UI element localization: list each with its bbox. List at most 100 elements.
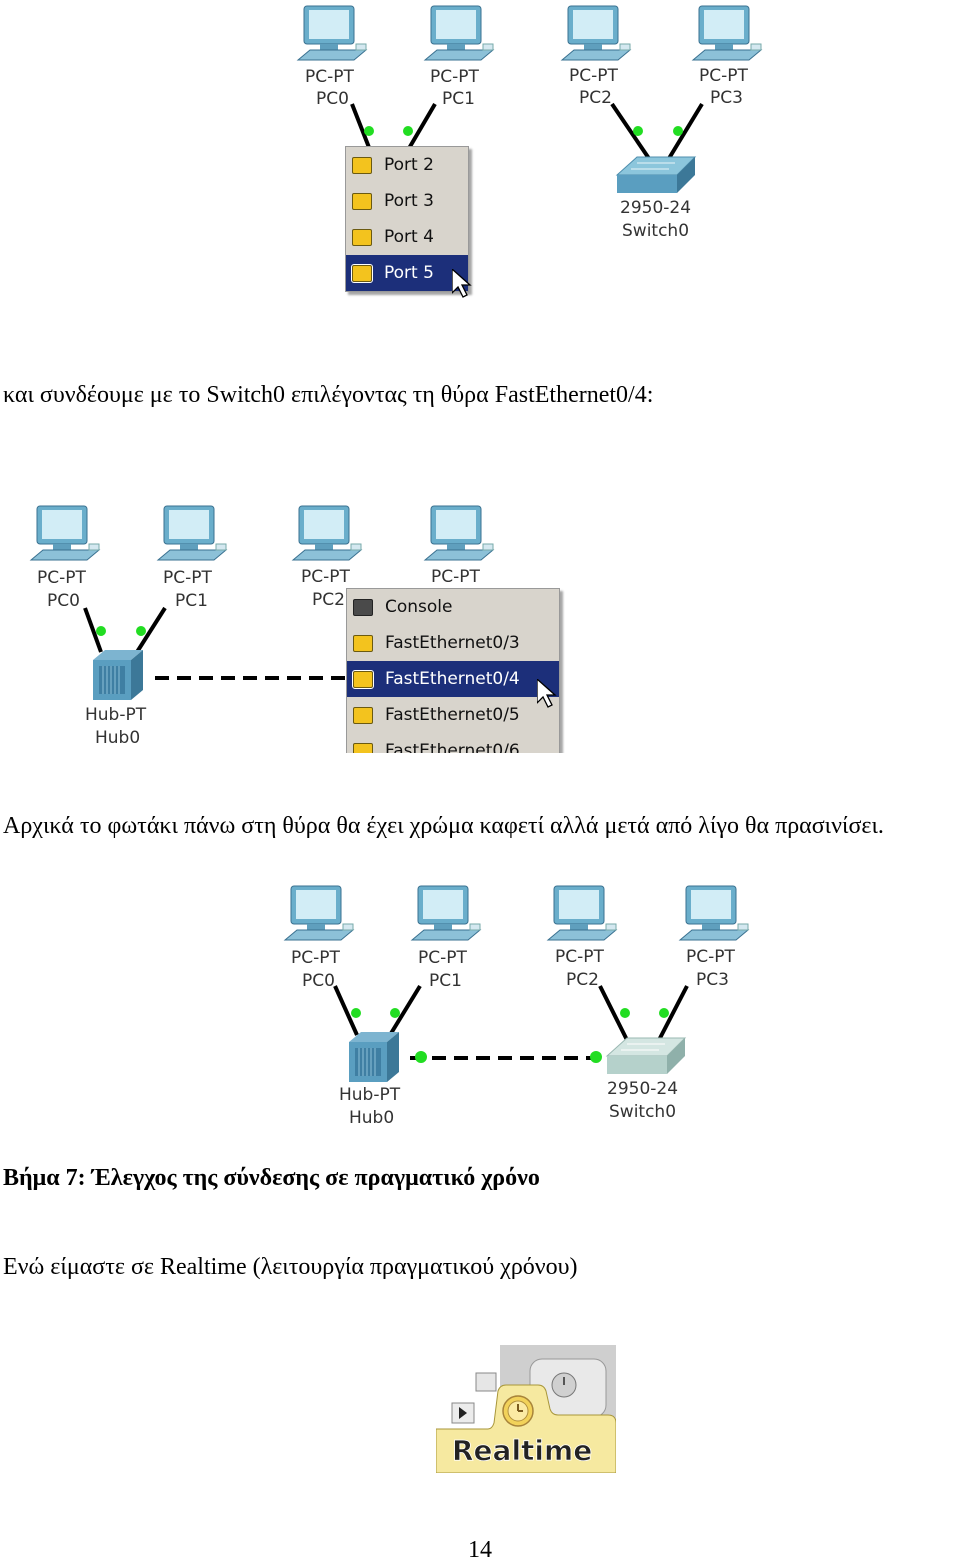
port-icon <box>352 228 372 246</box>
pc2-type: PC-PT <box>301 567 351 587</box>
paragraph-3: Ενώ είμαστε σε Realtime (λειτουργία πραγ… <box>3 1254 578 1280</box>
menu-item-fastethernet0-4[interactable]: FastEthernet0/4 <box>347 661 559 708</box>
menu-item-port-3[interactable]: Port 3 <box>346 183 468 219</box>
pc1-name: PC1 <box>175 591 208 611</box>
port-menu: Port 2 Port 3 Port 4 Port 5 <box>345 146 471 298</box>
pc0-name: PC0 <box>316 89 349 109</box>
menu-item-label: Port 3 <box>384 191 434 211</box>
pc3-type: PC-PT <box>686 947 736 967</box>
paragraph-2: Αρχικά το φωτάκι πάνω στη θύρα θα έχει χ… <box>3 813 884 839</box>
hub-icon[interactable] <box>348 1031 400 1083</box>
pc0-type: PC-PT <box>305 67 355 87</box>
pc-icon[interactable] <box>292 505 362 561</box>
link-light <box>659 1008 669 1018</box>
pc2-name: PC2 <box>579 88 612 108</box>
port-icon <box>352 192 372 210</box>
cable-pc0 <box>333 985 359 1036</box>
pc-icon[interactable] <box>157 505 227 561</box>
pc0-type: PC-PT <box>291 948 341 968</box>
pc-icon[interactable] <box>547 885 617 941</box>
switch-icon[interactable] <box>616 156 696 194</box>
menu-item-fastethernet0-5[interactable]: FastEthernet0/5 <box>347 697 559 733</box>
menu-item-fastethernet0-6[interactable]: FastEthernet0/6 <box>347 733 559 753</box>
pc3-type: PC-PT <box>431 567 481 587</box>
link-light <box>633 126 643 136</box>
cable-pc1 <box>388 984 422 1037</box>
pc2-name: PC2 <box>566 970 599 990</box>
menu-item-label: FastEthernet0/5 <box>385 705 520 725</box>
pc3-type: PC-PT <box>699 66 749 86</box>
hub-type: Hub-PT <box>339 1085 401 1105</box>
pc1-type: PC-PT <box>418 948 468 968</box>
pc-icon[interactable] <box>297 5 367 61</box>
menu-item-label: Port 4 <box>384 227 434 247</box>
pc2-type: PC-PT <box>569 66 619 86</box>
realtime-tab[interactable] <box>436 1384 616 1473</box>
cable-pc2 <box>610 102 652 162</box>
menu-item-port-2[interactable]: Port 2 <box>346 147 468 183</box>
figure-2-topology: PC-PT PC0 PC-PT PC1 PC-PT PC2 PC-PT Hub-… <box>25 500 565 753</box>
link-light <box>364 126 374 136</box>
cable-pc0 <box>83 607 103 653</box>
cable-pc3 <box>666 102 704 162</box>
menu-item-label: Console <box>385 597 453 617</box>
cable-pc2 <box>598 985 629 1041</box>
link-light <box>590 1051 602 1063</box>
pc-icon[interactable] <box>692 5 762 61</box>
menu-item-label: Port 5 <box>384 263 434 283</box>
console-port-icon <box>353 598 373 616</box>
realtime-mode-panel: Realtime <box>436 1345 616 1473</box>
menu-item-port-4[interactable]: Port 4 <box>346 219 468 255</box>
menu-item-label: FastEthernet0/3 <box>385 633 520 653</box>
port-icon <box>351 263 373 283</box>
menu-item-console[interactable]: Console <box>347 589 559 625</box>
section-heading: Βήμα 7: Έλεγχος της σύνδεσης σε πραγματι… <box>3 1165 540 1191</box>
hub-type: Hub-PT <box>85 705 147 725</box>
pc-icon[interactable] <box>284 885 354 941</box>
play-arrow-icon <box>459 1407 467 1419</box>
pc1-name: PC1 <box>442 89 475 109</box>
pc1-type: PC-PT <box>163 568 213 588</box>
figure-3-topology: PC-PT PC0 PC-PT PC1 PC-PT PC2 PC-PT PC3 … <box>275 880 775 1130</box>
cable-pc3 <box>657 985 689 1041</box>
pc0-type: PC-PT <box>37 568 87 588</box>
pc-icon[interactable] <box>424 505 494 561</box>
port-icon <box>353 706 373 724</box>
link-light <box>415 1051 427 1063</box>
menu-item-label: FastEthernet0/4 <box>385 669 520 689</box>
link-light <box>620 1008 630 1018</box>
link-light <box>673 126 683 136</box>
cable-pc0 <box>350 103 372 151</box>
pc-icon[interactable] <box>679 885 749 941</box>
paragraph-1: και συνδέουμε με το Switch0 επιλέγοντας … <box>3 382 654 408</box>
pc-icon[interactable] <box>30 505 100 561</box>
menu-item-label: Port 2 <box>384 155 434 175</box>
switch-type: 2950-24 <box>607 1079 678 1099</box>
link-light <box>403 126 413 136</box>
port-icon <box>352 669 374 689</box>
hub-icon[interactable] <box>92 649 144 701</box>
cable-pc1 <box>406 102 437 152</box>
menu-item-label: FastEthernet0/6 <box>385 741 520 753</box>
hub-name: Hub0 <box>95 728 140 748</box>
menu-item-fastethernet0-3[interactable]: FastEthernet0/3 <box>347 625 559 661</box>
pc1-type: PC-PT <box>430 67 480 87</box>
realtime-label: Realtime <box>452 1434 592 1467</box>
pc2-type: PC-PT <box>555 947 605 967</box>
pc-icon[interactable] <box>411 885 481 941</box>
switch-name: Switch0 <box>609 1102 676 1122</box>
link-light <box>351 1008 361 1018</box>
menu-item-port-5[interactable]: Port 5 <box>346 255 471 298</box>
page-number: 14 <box>468 1537 492 1563</box>
port-icon <box>352 156 372 174</box>
hub-name: Hub0 <box>349 1108 394 1128</box>
pc2-name: PC2 <box>312 590 345 610</box>
pc0-name: PC0 <box>47 591 80 611</box>
link-light <box>96 626 106 636</box>
cable-pc1 <box>135 606 167 654</box>
pc3-name: PC3 <box>696 970 729 990</box>
pc-icon[interactable] <box>424 5 494 61</box>
switch-name: Switch0 <box>622 221 689 241</box>
pc-icon[interactable] <box>561 5 631 61</box>
switch-icon[interactable] <box>606 1037 686 1075</box>
